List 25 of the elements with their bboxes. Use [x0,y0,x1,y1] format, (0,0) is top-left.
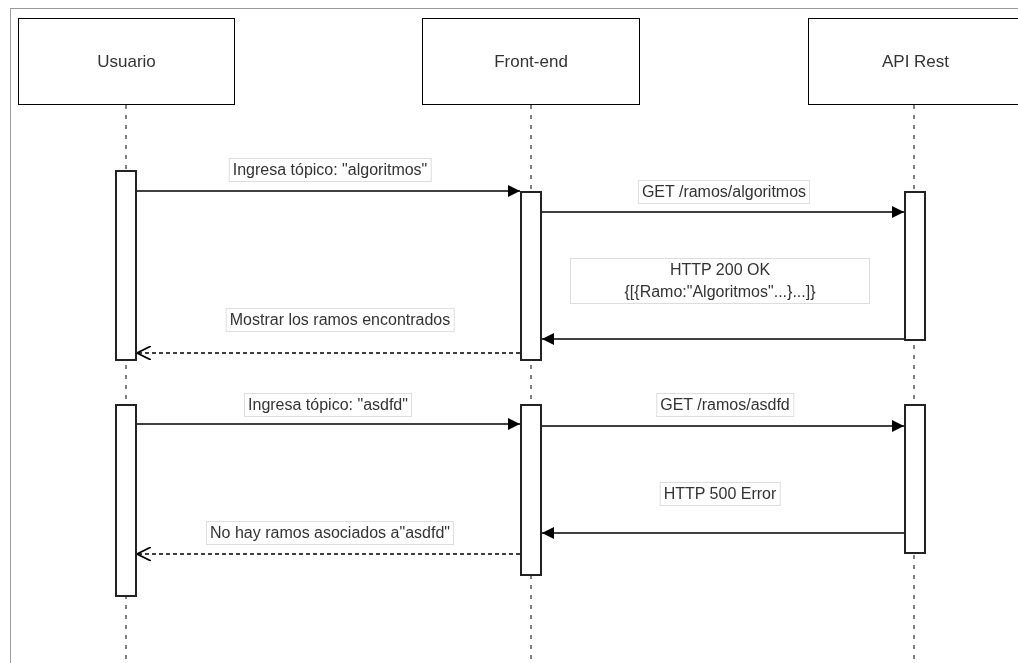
activation-bar [520,404,542,576]
edge-label: GET /ramos/asdfd [656,393,794,417]
message-arrow [136,345,521,361]
edge-label: HTTP 200 OK {[{Ramo:"Algoritmos"...}...]} [570,258,870,304]
activation-bar [115,404,137,597]
participant-box: API Rest [808,18,1018,105]
message-arrow [136,418,521,430]
activation-bar [904,191,926,341]
activation-bar [115,170,137,361]
edge-label: GET /ramos/algoritmos [637,180,811,204]
message-arrow [136,546,521,562]
participant-box: Usuario [18,18,235,105]
message-arrow [541,206,905,218]
edge-label: Mostrar los ramos encontrados [225,308,455,332]
edge-label: Ingresa tópico: "asdfd" [244,393,412,417]
activation-bar [904,404,926,554]
edge-label: Ingresa tópico: "algoritmos" [228,158,432,182]
edge-label: HTTP 500 Error [659,482,781,506]
message-arrow [541,420,905,432]
message-arrow [541,527,905,539]
participant-box: Front-end [422,18,640,105]
message-arrow [136,185,521,197]
edge-label: No hay ramos asociados a"asdfd" [206,521,454,545]
message-arrow [541,333,905,345]
activation-bar [520,191,542,361]
